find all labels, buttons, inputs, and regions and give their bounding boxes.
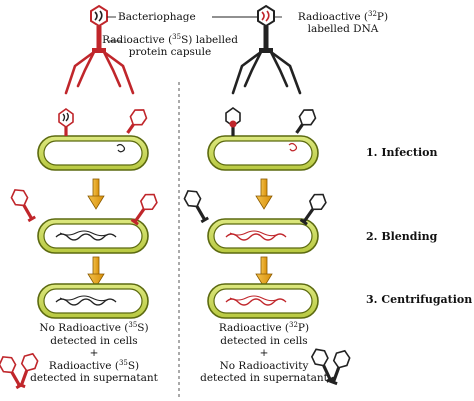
black-phage-attached-1 bbox=[225, 107, 241, 136]
step-centrifugation-label: 3. Centrifugation bbox=[366, 293, 473, 306]
cell-infection-left bbox=[37, 135, 149, 171]
black-phage-supernatant-2 bbox=[325, 347, 353, 387]
arrow-right-1 bbox=[255, 178, 273, 210]
red-phage-attached-2 bbox=[126, 109, 148, 134]
left-capsule-label: Radioactive (35S) labelled protein capsu… bbox=[102, 33, 238, 59]
red-phage-large bbox=[64, 4, 135, 95]
black-phage-detached-1 bbox=[181, 186, 213, 226]
arrow-left-1 bbox=[87, 178, 105, 210]
right-dna-label: Radioactive (32P) labelled DNA bbox=[297, 10, 389, 36]
arrow-left-2 bbox=[87, 256, 105, 288]
cell-centrifugation-left bbox=[37, 283, 149, 319]
arrow-right-2 bbox=[255, 256, 273, 288]
black-phage-attached-2 bbox=[295, 109, 317, 134]
bacteriophage-label: Bacteriophage bbox=[118, 11, 196, 23]
left-result-text: No Radioactive (35S) detected in cells +… bbox=[30, 321, 158, 385]
cell-infection-right bbox=[207, 135, 319, 171]
step-infection-label: 1. Infection bbox=[366, 146, 438, 159]
cell-blending-left bbox=[37, 218, 149, 254]
red-phage-detached-2 bbox=[127, 189, 161, 229]
label-pointers bbox=[107, 16, 282, 42]
cell-centrifugation-right bbox=[207, 283, 319, 319]
step-blending-label: 2. Blending bbox=[366, 230, 438, 243]
red-phage-detached-1 bbox=[8, 185, 40, 225]
red-phage-attached-1 bbox=[58, 108, 74, 136]
right-result-text: Radioactive (32P) detected in cells + No… bbox=[200, 321, 328, 385]
black-phage-large bbox=[231, 4, 302, 95]
black-phage-detached-2 bbox=[296, 189, 330, 229]
cell-blending-right bbox=[207, 218, 319, 254]
